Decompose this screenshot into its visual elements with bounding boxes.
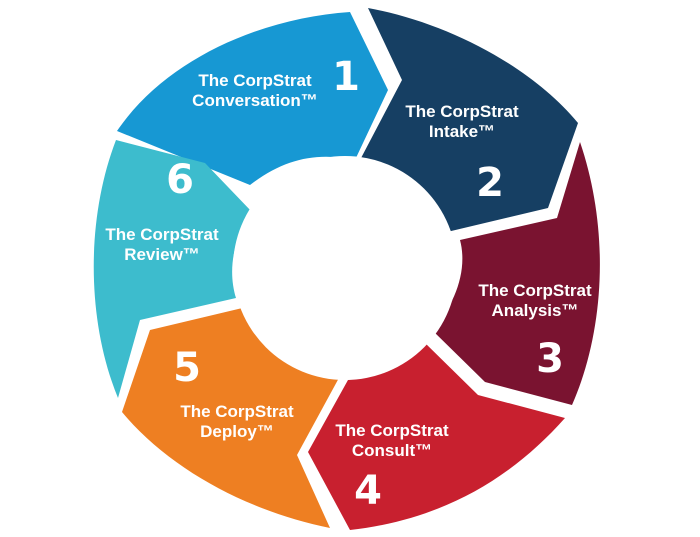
segment-2-title-line1: The CorpStrat (405, 102, 519, 121)
segment-2-title-line2: Intake™ (429, 122, 495, 141)
segment-3-title-line1: The CorpStrat (478, 281, 592, 300)
segment-6: The CorpStrat Review™ 6 (93, 140, 252, 398)
segment-2-number: 2 (476, 160, 504, 206)
segment-1: The CorpStrat Conversation™ 1 (117, 12, 388, 185)
segment-4-shape (308, 340, 565, 530)
segment-1-title-line1: The CorpStrat (198, 71, 312, 90)
segment-3: The CorpStrat Analysis™ 3 (432, 142, 600, 405)
segment-4-title-line1: The CorpStrat (335, 421, 449, 440)
segment-1-title-line2: Conversation™ (192, 91, 318, 110)
segment-6-number: 6 (166, 157, 194, 203)
segment-6-title-line1: The CorpStrat (105, 225, 219, 244)
center-hole (233, 156, 457, 380)
segment-4-number: 4 (354, 468, 382, 514)
segment-2-shape (360, 8, 578, 232)
segment-3-number: 3 (536, 336, 564, 382)
segment-5-title-line2: Deploy™ (200, 422, 274, 441)
segment-4-title-line2: Consult™ (352, 441, 432, 460)
segment-3-shape (432, 142, 600, 405)
segment-6-shape (93, 140, 252, 398)
segment-6-title-line2: Review™ (124, 245, 200, 264)
segment-5-number: 5 (173, 345, 201, 391)
segment-3-title-line2: Analysis™ (492, 301, 579, 320)
segment-2: The CorpStrat Intake™ 2 (360, 8, 578, 232)
segment-5-title-line1: The CorpStrat (180, 402, 294, 421)
segment-4: The CorpStrat Consult™ 4 (308, 340, 565, 530)
segment-1-number: 1 (332, 54, 360, 100)
segment-1-shape (117, 12, 388, 185)
